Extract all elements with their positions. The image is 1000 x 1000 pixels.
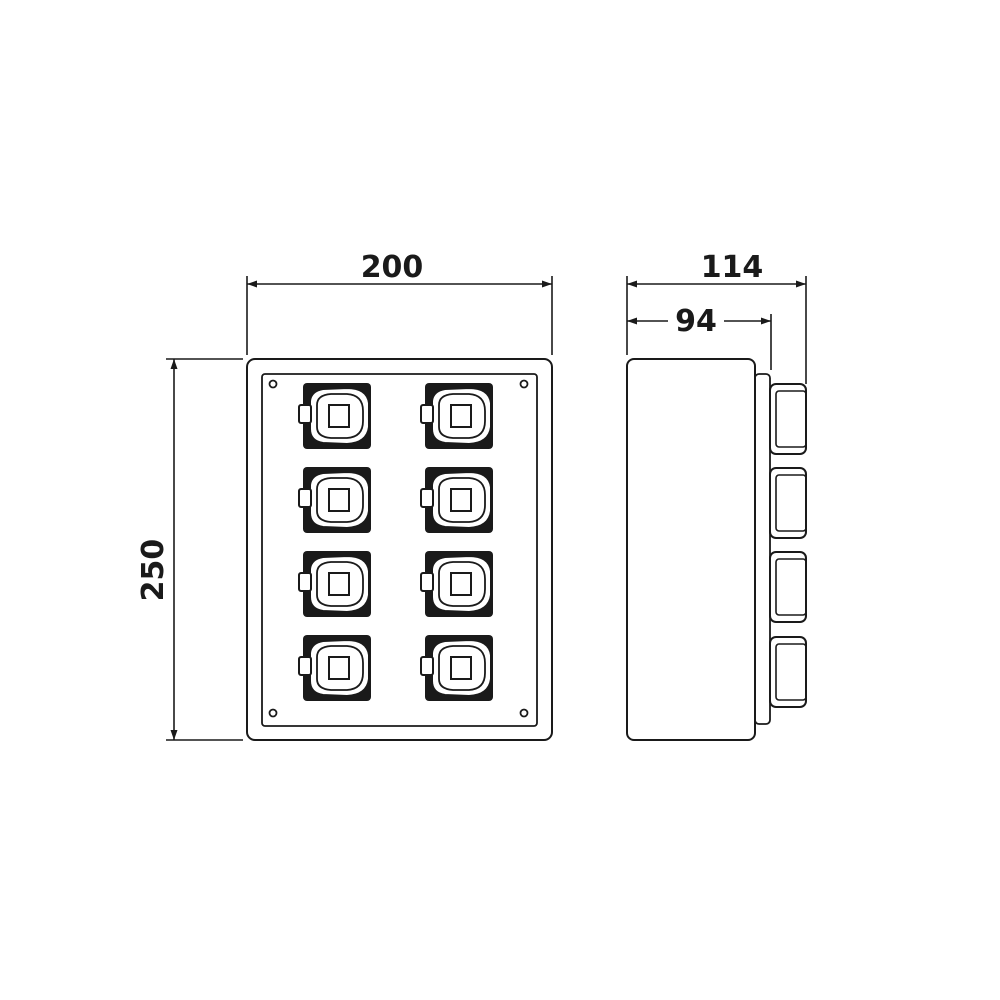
socket-latch [298, 656, 312, 676]
socket [298, 551, 371, 617]
socket [420, 467, 493, 533]
socket [298, 383, 371, 449]
dimension-width-label: 200 [361, 250, 424, 285]
socket-latch [420, 404, 434, 424]
dimension-height [166, 358, 243, 741]
front-panel [261, 373, 538, 727]
socket-grid [298, 383, 493, 701]
cable-gland [769, 636, 807, 708]
socket-window [450, 488, 472, 512]
socket-latch [298, 572, 312, 592]
screw-bottom-left [268, 708, 278, 718]
socket-ring [438, 477, 486, 523]
gland-collar [775, 558, 807, 616]
socket-window [450, 404, 472, 428]
socket [420, 635, 493, 701]
gland-collar [775, 643, 807, 701]
gland-collar [775, 474, 807, 532]
dimension-depth-body [627, 314, 772, 370]
socket-ring [438, 645, 486, 691]
enclosure-front-outline [246, 358, 553, 741]
socket-latch [420, 488, 434, 508]
socket-window [328, 488, 350, 512]
dimension-depth-total [626, 276, 807, 384]
socket-latch [420, 656, 434, 676]
cable-gland-stack [769, 383, 807, 708]
side-view [626, 358, 807, 741]
screw-top-left [268, 379, 278, 389]
enclosure-side-outline [626, 358, 756, 741]
socket-latch [420, 572, 434, 592]
socket-window [328, 572, 350, 596]
socket-ring [316, 645, 364, 691]
socket-ring [316, 393, 364, 439]
socket-window [450, 572, 472, 596]
cable-gland [769, 383, 807, 455]
socket-latch [298, 404, 312, 424]
socket-latch [298, 488, 312, 508]
socket-window [328, 404, 350, 428]
socket [298, 635, 371, 701]
dimension-depth-total-label: 114 [701, 250, 764, 285]
socket [420, 551, 493, 617]
screw-top-right [519, 379, 529, 389]
screw-bottom-right [519, 708, 529, 718]
socket-ring [438, 393, 486, 439]
dimension-label-gap [668, 300, 724, 336]
socket-ring [438, 561, 486, 607]
cable-gland [769, 467, 807, 539]
gland-collar [775, 390, 807, 448]
socket [298, 467, 371, 533]
dimension-height-label: 250 [136, 539, 171, 602]
front-view [246, 358, 553, 741]
socket [420, 383, 493, 449]
dimension-depth-body-label: 94 [675, 304, 717, 339]
socket-window [328, 656, 350, 680]
dimension-width [246, 276, 553, 355]
rear-flange [754, 373, 771, 725]
socket-ring [316, 477, 364, 523]
cable-gland [769, 551, 807, 623]
socket-ring [316, 561, 364, 607]
socket-window [450, 656, 472, 680]
